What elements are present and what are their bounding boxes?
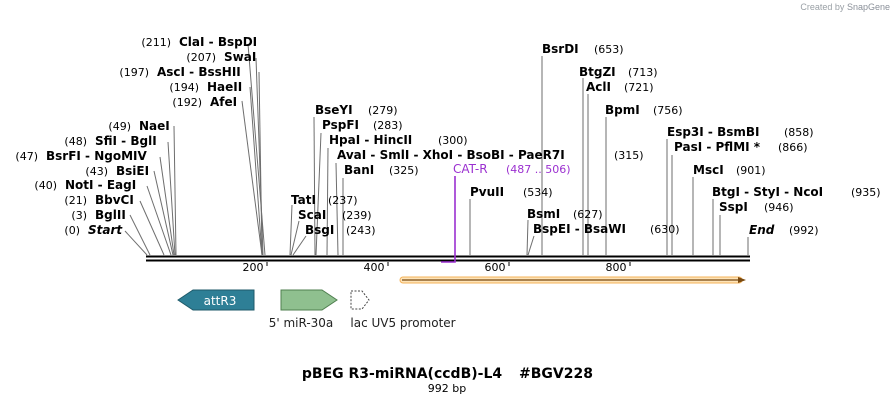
left-site-labels: (211) ClaI - BspDI (207) SwaI (197) AscI… bbox=[15, 35, 257, 237]
site-pos: (243) bbox=[346, 224, 376, 237]
site-label-esp3i-bsmbi: Esp3I - BsmBI bbox=[667, 125, 759, 139]
site-pos: (3) bbox=[71, 209, 87, 222]
credit-brand: SnapGene bbox=[846, 2, 890, 12]
site-label-hpai-hincii: HpaI - HincII bbox=[329, 133, 412, 147]
backbone bbox=[146, 255, 750, 262]
site-pos: (653) bbox=[594, 43, 624, 56]
site-label-sfii-bgli: SfiI - BglI bbox=[95, 134, 157, 148]
feature-label-mir30a: 5' miR-30a bbox=[269, 316, 334, 330]
site-label-swai: SwaI bbox=[224, 50, 256, 64]
tick-label-200: 200 bbox=[243, 261, 264, 274]
tick-label-600: 600 bbox=[485, 261, 506, 274]
site-pos: (866) bbox=[778, 141, 808, 154]
site-label-acli: AclI bbox=[586, 80, 611, 94]
site-label-asci-bsshii: AscI - BssHII bbox=[157, 65, 241, 79]
site-label-tati: TatI bbox=[291, 193, 316, 207]
site-pos: (315) bbox=[614, 149, 644, 162]
site-pos: (49) bbox=[108, 120, 131, 133]
primer-range: (487 .. 506) bbox=[506, 163, 571, 176]
site-label-haeii: HaeII bbox=[207, 80, 242, 94]
primer-label: CAT-R bbox=[453, 162, 488, 176]
site-label-noti-eagi: NotI - EagI bbox=[65, 178, 136, 192]
right-site-labels: BseYI (279) PspFI (283) HpaI - HincII (3… bbox=[291, 42, 881, 237]
plasmid-name: pBEG R3-miRNA(ccdB)-L4 bbox=[302, 366, 502, 382]
site-label-bani: BanI bbox=[344, 163, 374, 177]
site-pos: (40) bbox=[34, 179, 57, 192]
right-site-lines bbox=[289, 56, 749, 256]
site-pos: (207) bbox=[186, 51, 216, 64]
site-label-sspi: SspI bbox=[719, 200, 748, 214]
site-pos: (194) bbox=[169, 81, 199, 94]
site-pos: (0) bbox=[64, 224, 80, 237]
map-title: pBEG R3-miRNA(ccdB)-L4 #BGV228 992 bp bbox=[302, 366, 593, 395]
site-label-scai: ScaI bbox=[298, 208, 326, 222]
site-pos: (721) bbox=[624, 81, 654, 94]
site-pos: (21) bbox=[64, 194, 87, 207]
site-label-bglii: BglII bbox=[95, 208, 126, 222]
site-pos: (300) bbox=[438, 134, 468, 147]
site-pos: (43) bbox=[85, 165, 108, 178]
site-pos: (901) bbox=[736, 164, 766, 177]
site-pos: (946) bbox=[764, 201, 794, 214]
site-pos: (239) bbox=[342, 209, 372, 222]
site-label-msci: MscI bbox=[693, 163, 724, 177]
scale-ticks: 200 400 600 800 bbox=[243, 261, 631, 274]
feature-mir30a: 5' miR-30a bbox=[269, 289, 338, 330]
site-label-bsrdi: BsrDI bbox=[542, 42, 579, 56]
tick-label-400: 400 bbox=[364, 261, 385, 274]
site-pos: (197) bbox=[119, 66, 149, 79]
credit-prefix: Created by bbox=[800, 2, 845, 12]
site-label-bsiei: BsiEI bbox=[116, 164, 149, 178]
snapgene-credit: Created by SnapGene bbox=[800, 2, 890, 12]
start-label: Start bbox=[88, 223, 123, 237]
orf-bar bbox=[399, 276, 746, 284]
site-label-bbvci: BbvCI bbox=[95, 193, 134, 207]
site-pos: (237) bbox=[328, 194, 358, 207]
site-label-clai-bspdi: ClaI - BspDI bbox=[179, 35, 257, 49]
site-pos: (192) bbox=[172, 96, 202, 109]
site-label-naei: NaeI bbox=[139, 119, 170, 133]
site-pos: (211) bbox=[141, 36, 171, 49]
site-pos: (756) bbox=[653, 104, 683, 117]
site-label-bsmi: BsmI bbox=[527, 207, 560, 221]
site-label-bsgi: BsgI bbox=[305, 223, 334, 237]
site-label-bsrfi-ngomiv: BsrFI - NgoMIV bbox=[46, 149, 147, 163]
site-pos: (992) bbox=[789, 224, 819, 237]
left-site-lines bbox=[124, 43, 266, 256]
site-label-bspei-bsawi: BspEI - BsaWI bbox=[533, 222, 626, 236]
site-pos: (48) bbox=[64, 135, 87, 148]
primer-cat-r: CAT-R (487 .. 506) bbox=[441, 162, 571, 263]
feature-lac-uv5-promoter: lac UV5 promoter bbox=[350, 290, 456, 330]
site-label-bseyi: BseYI bbox=[315, 103, 353, 117]
plasmid-size: 992 bp bbox=[428, 382, 466, 395]
site-pos: (279) bbox=[368, 104, 398, 117]
site-label-pvuii: PvuII bbox=[470, 185, 504, 199]
site-pos: (325) bbox=[389, 164, 419, 177]
feature-attr3: attR3 bbox=[177, 289, 255, 311]
tick-label-800: 800 bbox=[606, 261, 627, 274]
site-pos: (627) bbox=[573, 208, 603, 221]
site-pos: (283) bbox=[373, 119, 403, 132]
site-pos: (630) bbox=[650, 223, 680, 236]
site-pos: (858) bbox=[784, 126, 814, 139]
site-label-btgi-styi-ncoi: BtgI - StyI - NcoI bbox=[712, 185, 823, 199]
feature-label-attr3: attR3 bbox=[204, 294, 237, 308]
end-label: End bbox=[749, 223, 775, 237]
plasmid-code: #BGV228 bbox=[519, 366, 593, 382]
site-label-bpmi: BpmI bbox=[605, 103, 640, 117]
site-pos: (47) bbox=[15, 150, 38, 163]
feature-label-lac-promoter: lac UV5 promoter bbox=[350, 316, 455, 330]
site-label-pasi-pflmi: PasI - PflMI * bbox=[674, 140, 761, 154]
site-label-xhoi-group: AvaI - SmlI - XhoI - BsoBI - PaeR7I bbox=[337, 148, 565, 162]
site-pos: (713) bbox=[628, 66, 658, 79]
site-label-pspfi: PspFI bbox=[322, 118, 359, 132]
site-pos: (534) bbox=[523, 186, 553, 199]
site-label-btgzi: BtgZI bbox=[579, 65, 616, 79]
site-pos: (935) bbox=[851, 186, 881, 199]
site-label-afei: AfeI bbox=[210, 95, 237, 109]
